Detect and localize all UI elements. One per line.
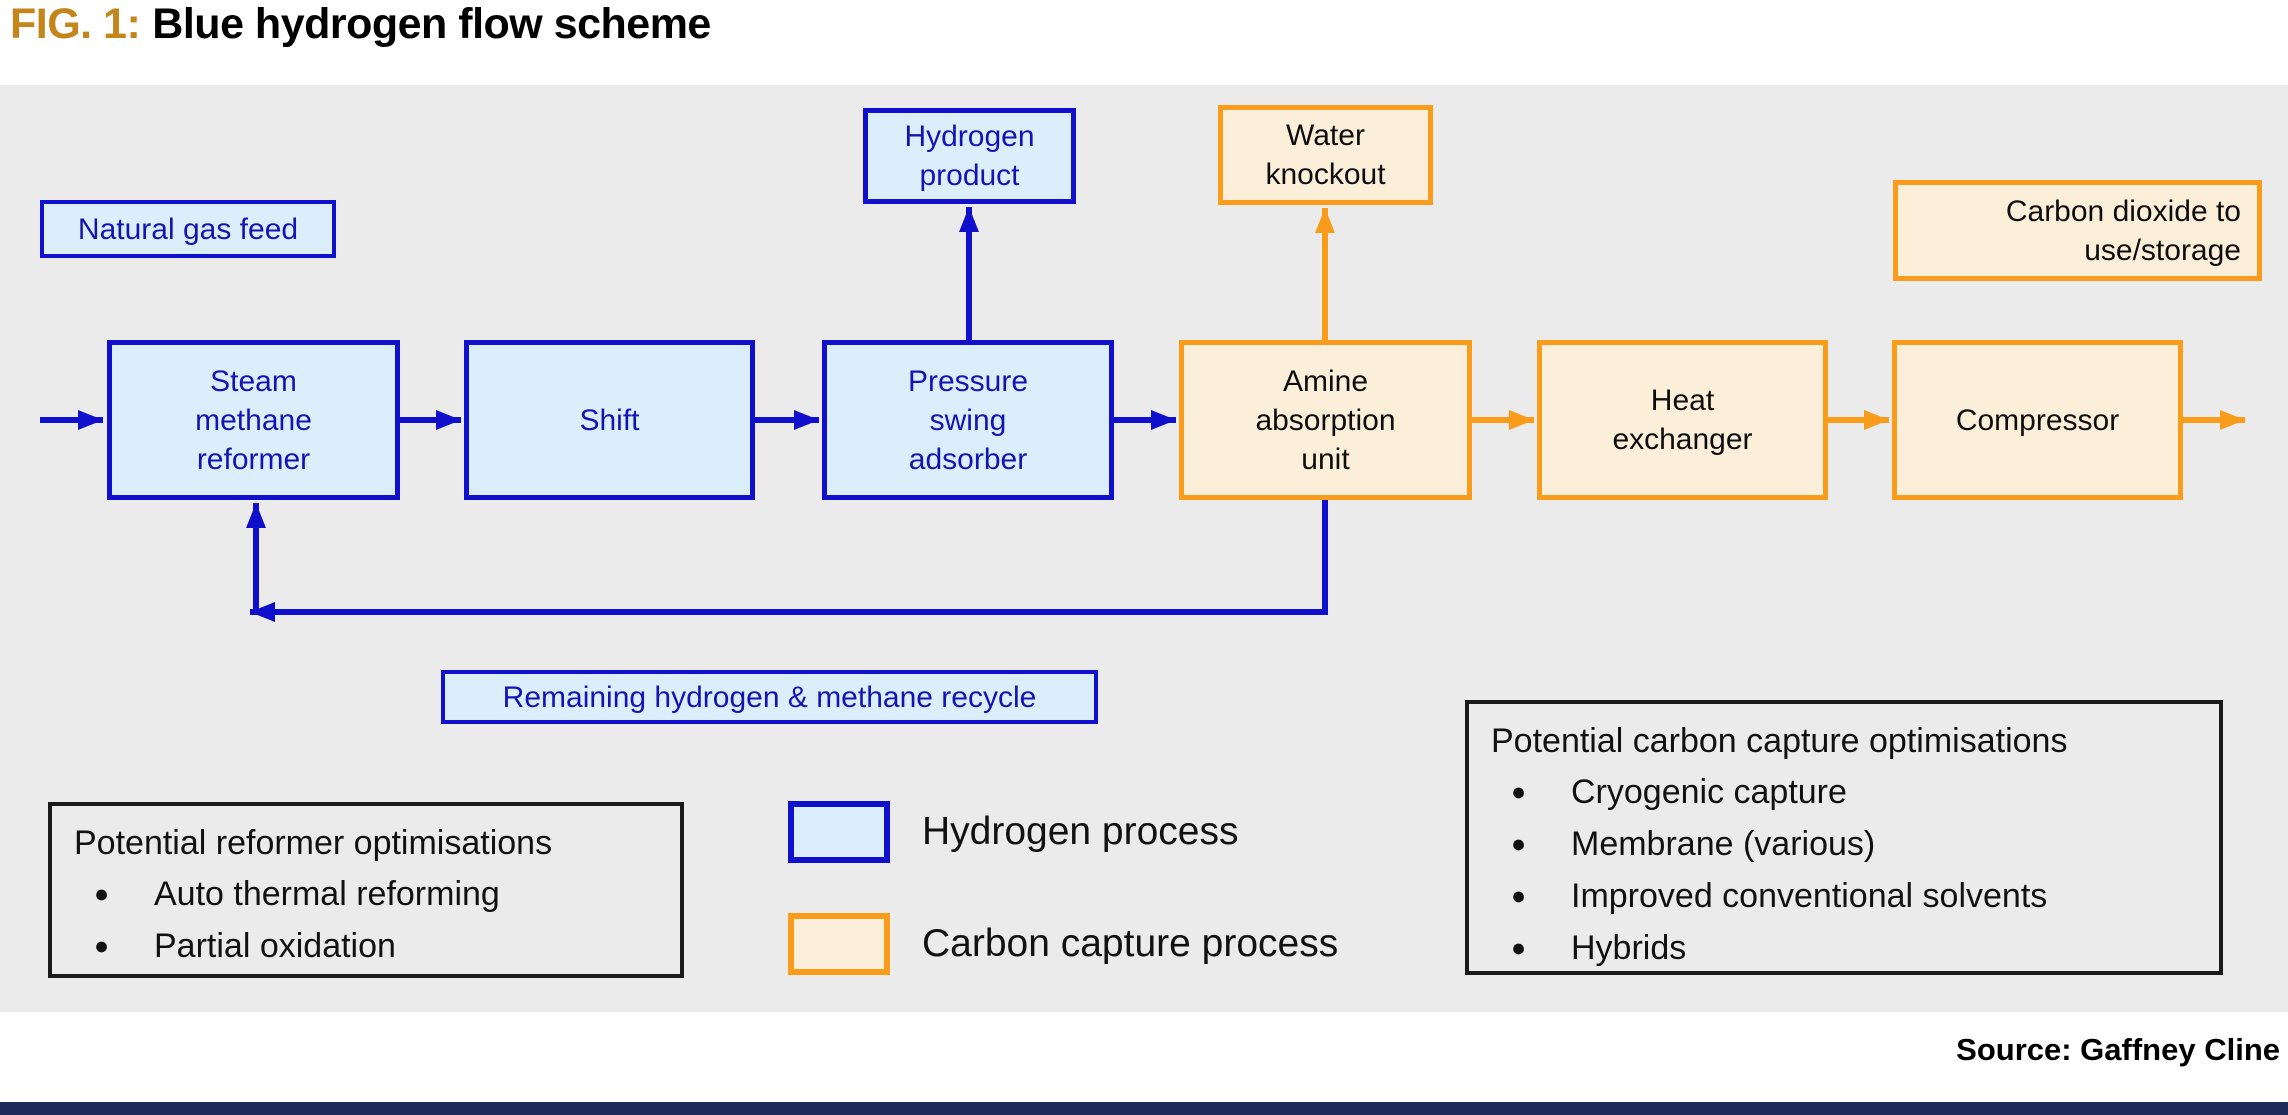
node-carbon-dioxide-to-use-storage: Carbon dioxide to use/storage [1893, 180, 2262, 281]
note-reformer-optimisations: Potential reformer optimisations Auto th… [48, 802, 684, 978]
source-attribution: Source: Gaffney Cline [1956, 1032, 2280, 1067]
node-compressor: Compressor [1892, 340, 2183, 500]
figure-number-label: FIG. 1: [10, 0, 141, 48]
footer-bar [0, 1102, 2288, 1115]
node-natural-gas-feed: Natural gas feed [40, 200, 336, 258]
node-pressure-swing-adsorber: Pressure swing adsorber [822, 340, 1114, 500]
node-shift: Shift [464, 340, 755, 500]
node-recycle-label: Remaining hydrogen & methane recycle [441, 670, 1098, 724]
note-bullet: Membrane (various) [1491, 818, 2209, 870]
diagram-panel: Natural gas feed Hydrogen product Water … [0, 85, 2288, 1012]
note-carbon-capture-bullet-list: Cryogenic capture Membrane (various) Imp… [1491, 766, 2209, 974]
legend-label-hydrogen-process: Hydrogen process [922, 810, 1239, 853]
flow-arrows-layer [40, 207, 2245, 622]
note-carbon-capture-optimisations: Potential carbon capture optimisations C… [1465, 700, 2223, 975]
node-steam-methane-reformer: Steam methane reformer [107, 340, 400, 500]
legend-label-carbon-capture-process: Carbon capture process [922, 922, 1339, 965]
node-amine-absorption-unit: Amine absorption unit [1179, 340, 1472, 500]
note-reformer-bullet-list: Auto thermal reforming Partial oxidation [74, 868, 670, 972]
legend-swatch-hydrogen-process [788, 801, 890, 863]
page-title: FIG. 1:Blue hydrogen flow scheme [10, 0, 711, 49]
note-bullet: Cryogenic capture [1491, 766, 2209, 818]
node-heat-exchanger: Heat exchanger [1537, 340, 1828, 500]
note-carbon-capture-title: Potential carbon capture optimisations [1491, 722, 2068, 760]
note-bullet: Hybrids [1491, 922, 2209, 974]
arrow-recycle-return-line [250, 500, 1328, 622]
legend-swatch-carbon-capture-process [788, 913, 890, 975]
note-bullet: Partial oxidation [74, 920, 670, 972]
note-reformer-title: Potential reformer optimisations [74, 824, 553, 862]
figure-title-text: Blue hydrogen flow scheme [152, 0, 711, 48]
note-bullet: Improved conventional solvents [1491, 870, 2209, 922]
note-bullet: Auto thermal reforming [74, 868, 670, 920]
node-hydrogen-product: Hydrogen product [863, 108, 1076, 204]
node-water-knockout: Water knockout [1218, 105, 1433, 205]
